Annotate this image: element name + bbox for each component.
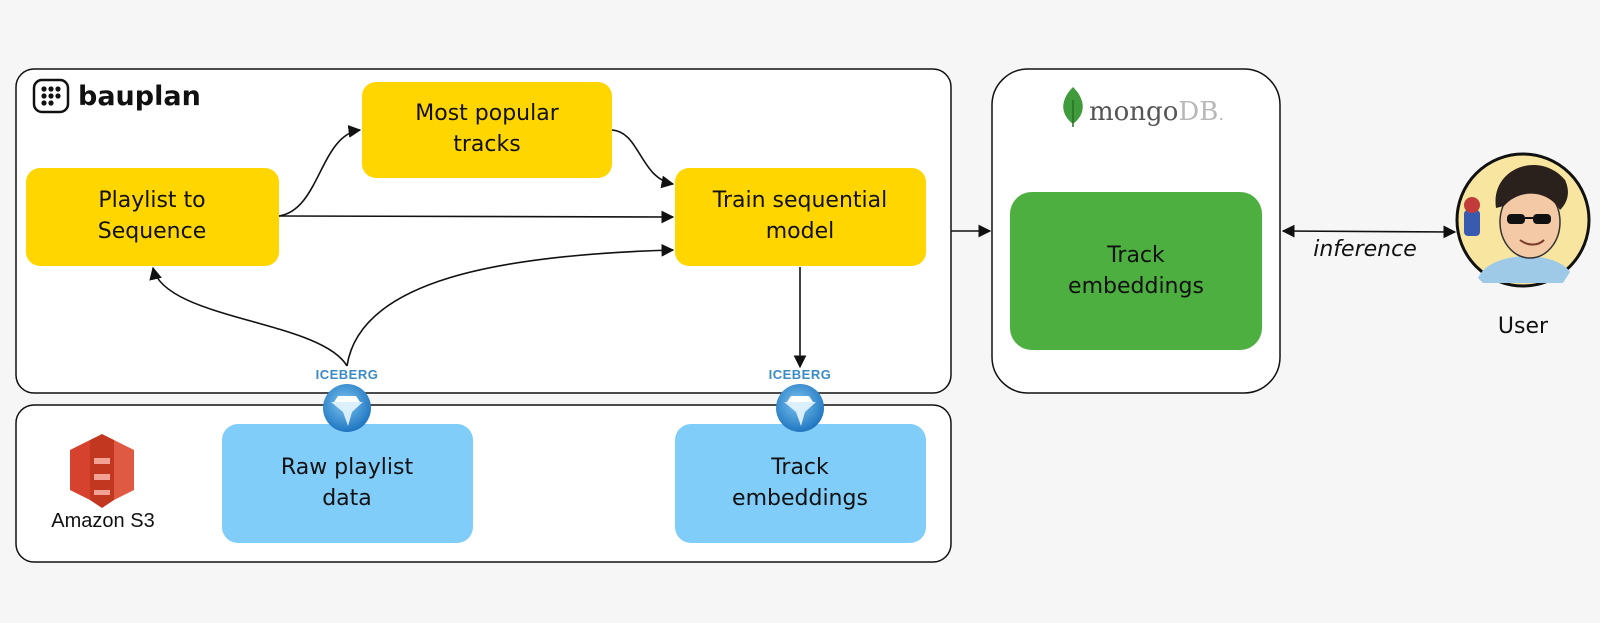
svg-text:Raw playlist: Raw playlist	[281, 455, 414, 480]
iceberg-icon	[776, 384, 824, 432]
iceberg-embeddings: ICEBERG	[769, 367, 832, 432]
svg-text:ICEBERG: ICEBERG	[769, 367, 832, 382]
svg-text:Track: Track	[770, 455, 829, 480]
edge-sequence-to-train	[278, 210, 675, 224]
edge-raw-to-train	[346, 243, 675, 367]
svg-text:Sequence: Sequence	[98, 219, 207, 244]
node-train-sequential-model: Train sequential model	[675, 168, 926, 266]
user-label: User	[1498, 314, 1549, 339]
svg-text:Most popular: Most popular	[415, 101, 559, 126]
svg-text:Train sequential: Train sequential	[712, 188, 888, 213]
amazon-s3-icon	[70, 434, 134, 508]
bauplan-logo-icon	[32, 78, 70, 114]
svg-text:ICEBERG: ICEBERG	[316, 367, 379, 382]
svg-text:tracks: tracks	[453, 132, 520, 157]
node-track-embeddings-mongodb: Track embeddings	[1010, 192, 1262, 350]
svg-text:embeddings: embeddings	[1068, 274, 1204, 299]
edge-raw-to-sequence	[149, 266, 348, 367]
edge-inference	[1281, 224, 1457, 239]
mongodb-wordmark: mongoDB.	[1089, 97, 1224, 127]
amazon-s3-label: Amazon S3	[51, 510, 154, 532]
bauplan-wordmark: bauplan	[78, 81, 201, 112]
user-avatar-icon	[1455, 152, 1591, 288]
svg-text:embeddings: embeddings	[732, 486, 868, 511]
iceberg-raw: ICEBERG	[316, 367, 379, 432]
svg-text:model: model	[766, 219, 835, 244]
iceberg-icon	[323, 384, 371, 432]
svg-text:Playlist to: Playlist to	[98, 188, 205, 213]
node-raw-playlist-data: Raw playlist data	[222, 424, 473, 543]
svg-text:Track: Track	[1106, 243, 1165, 268]
inference-label: inference	[1313, 237, 1417, 262]
node-most-popular-tracks: Most popular tracks	[362, 82, 612, 178]
edge-popular-to-train	[611, 129, 675, 189]
mongodb-leaf-icon	[1063, 87, 1083, 127]
node-playlist-to-sequence: Playlist to Sequence	[26, 168, 279, 266]
edge-sequence-to-popular	[278, 125, 362, 217]
svg-text:data: data	[322, 486, 372, 511]
node-track-embeddings-s3: Track embeddings	[675, 424, 926, 543]
